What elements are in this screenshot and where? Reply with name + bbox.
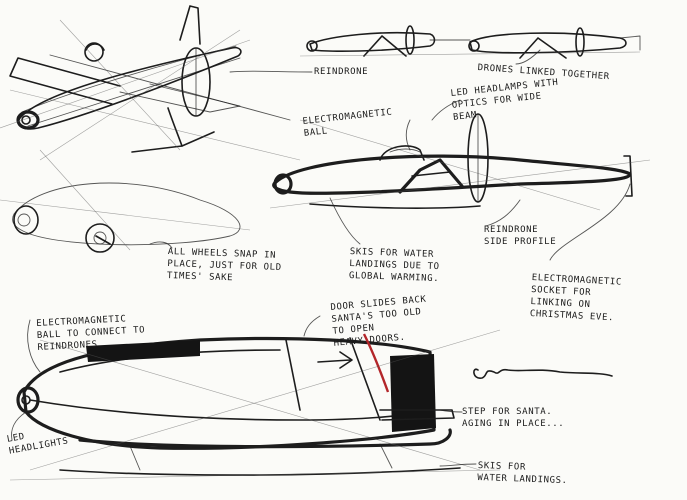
signature-scribble [473, 368, 613, 379]
annotation-side-profile: REINDRONE SIDE PROFILE [484, 225, 557, 247]
annotation-em-ball-connect: ELECTROMAGNETIC BALL TO CONNECT TO REIND… [36, 314, 146, 353]
annotation-reindrone: REINDRONE [314, 67, 369, 77]
annotation-skis-water: SKIS FOR WATER LANDINGS DUE TO GLOBAL WA… [348, 246, 440, 285]
annotation-step-santa: STEP FOR SANTA. AGING IN PLACE... [462, 407, 565, 429]
drone-wheel-sketch [0, 149, 251, 253]
sleigh-sketch [9, 329, 501, 481]
drone-side-profile-sketch [269, 113, 651, 211]
drone-perspective-sketch [0, 5, 301, 161]
annotation-em-socket: ELECTROMAGNETIC SOCKET FOR LINKING ON CH… [529, 272, 623, 324]
annotation-skis-bottom: SKIS FOR WATER LANDINGS. [477, 460, 568, 487]
linked-drones-sketch [299, 25, 641, 59]
annotation-door-slides: DOOR SLIDES BACK SANTA'S TOO OLD TO OPEN… [330, 294, 427, 349]
annotation-wheels-snap: ALL WHEELS SNAP IN PLACE, JUST FOR OLD T… [166, 246, 282, 284]
leader-lines [11, 49, 631, 467]
